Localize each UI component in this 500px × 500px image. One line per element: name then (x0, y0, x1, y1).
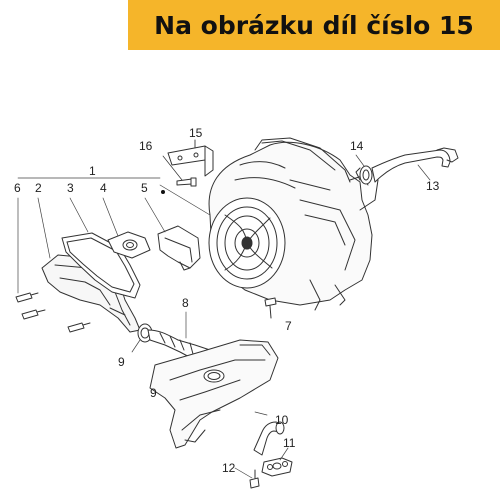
label-3: 3 (67, 181, 74, 195)
label-10: 10 (275, 413, 289, 427)
lower-frame (149, 339, 279, 449)
label-12: 12 (222, 461, 236, 475)
label-5: 5 (141, 181, 148, 195)
label-9-lower: 9 (150, 386, 157, 400)
label-6: 6 (14, 181, 21, 195)
label-9-upper: 9 (118, 355, 125, 369)
part-14-clamp (355, 165, 373, 185)
part-16-screw (162, 155, 197, 187)
part-5-clip (157, 225, 201, 271)
part-7-bolt (264, 297, 277, 319)
part-13-pipe (371, 147, 459, 183)
label-16: 16 (139, 139, 153, 153)
label-15: 15 (189, 126, 203, 140)
label-13: 13 (426, 179, 440, 193)
reference-dot (161, 190, 165, 194)
label-1: 1 (89, 164, 96, 178)
label-2: 2 (35, 181, 42, 195)
part-11-flange (261, 457, 293, 477)
label-4: 4 (100, 181, 107, 195)
label-8: 8 (182, 296, 189, 310)
cooling-housing (208, 137, 379, 311)
label-14: 14 (350, 139, 364, 153)
leader-lines (17, 139, 431, 479)
part-number-banner: Na obrázku díl číslo 15 (128, 0, 500, 50)
part-10-elbow (253, 421, 285, 456)
part-6-screws (15, 292, 91, 333)
part-4-plate (107, 231, 151, 259)
part-12-bolt (249, 469, 260, 489)
callout-labels: 1 2 3 4 5 6 7 8 9 9 10 11 12 13 14 15 16 (14, 126, 440, 475)
label-11: 11 (283, 436, 296, 450)
label-7: 7 (285, 319, 292, 333)
banner-title: Na obrázku díl číslo 15 (154, 10, 474, 40)
